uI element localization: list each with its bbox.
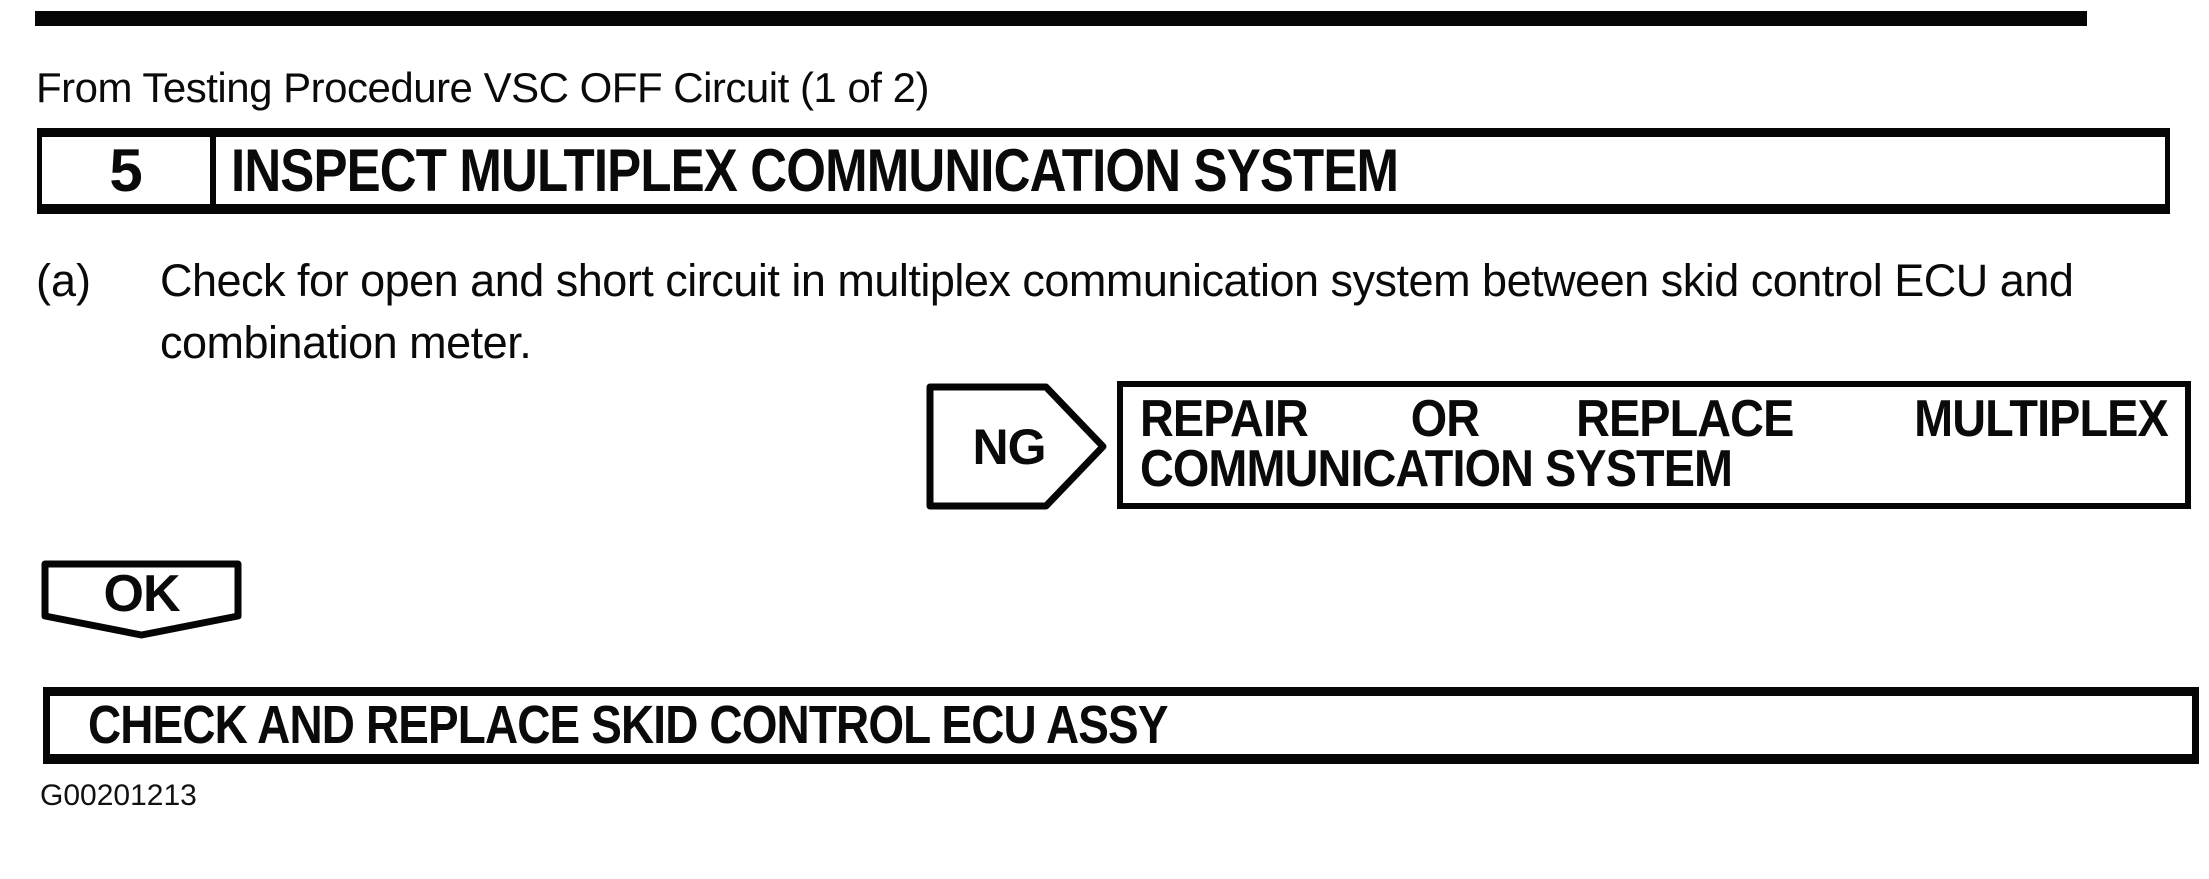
- ng-connector-label: NG: [972, 418, 1047, 475]
- step-number: 5: [42, 137, 216, 204]
- instruction-text: Check for open and short circuit in mult…: [160, 250, 2209, 374]
- page-top-rule: [35, 11, 2087, 26]
- ng-action-line-2: COMMUNICATION SYSTEM: [1140, 440, 1733, 498]
- ng-action-word: MULTIPLEX: [1914, 390, 2169, 448]
- ok-connector: OK: [40, 560, 243, 640]
- ng-action-line-1: REPAIR OR REPLACE MULTIPLEX: [1140, 390, 2169, 448]
- figure-code: G00201213: [40, 779, 197, 812]
- source-note: From Testing Procedure VSC OFF Circuit (…: [36, 64, 930, 111]
- ok-connector-label: OK: [103, 565, 181, 623]
- step-title: INSPECT MULTIPLEX COMMUNICATION SYSTEM: [231, 137, 1399, 204]
- ok-action-text: CHECK AND REPLACE SKID CONTROL ECU ASSY: [88, 695, 1168, 755]
- instruction-line-1: Check for open and short circuit in mult…: [160, 255, 2074, 306]
- ng-action-box: REPAIR OR REPLACE MULTIPLEX COMMUNICATIO…: [1117, 381, 2191, 509]
- instruction-label: (a): [36, 255, 91, 306]
- step-header-box: 5 INSPECT MULTIPLEX COMMUNICATION SYSTEM: [37, 128, 2170, 214]
- ng-action-word: OR: [1411, 390, 1480, 448]
- ng-connector: NG: [926, 383, 1107, 510]
- step-title-cell: INSPECT MULTIPLEX COMMUNICATION SYSTEM: [216, 137, 2165, 204]
- ng-pentagon-icon: [926, 383, 1107, 510]
- ng-action-word: REPAIR: [1140, 390, 1309, 448]
- instruction-line-2: combination meter.: [160, 317, 532, 368]
- ng-action-word: REPLACE: [1576, 390, 1794, 448]
- ok-banner-icon: [41, 560, 242, 639]
- ok-action-box: CHECK AND REPLACE SKID CONTROL ECU ASSY: [43, 687, 2199, 764]
